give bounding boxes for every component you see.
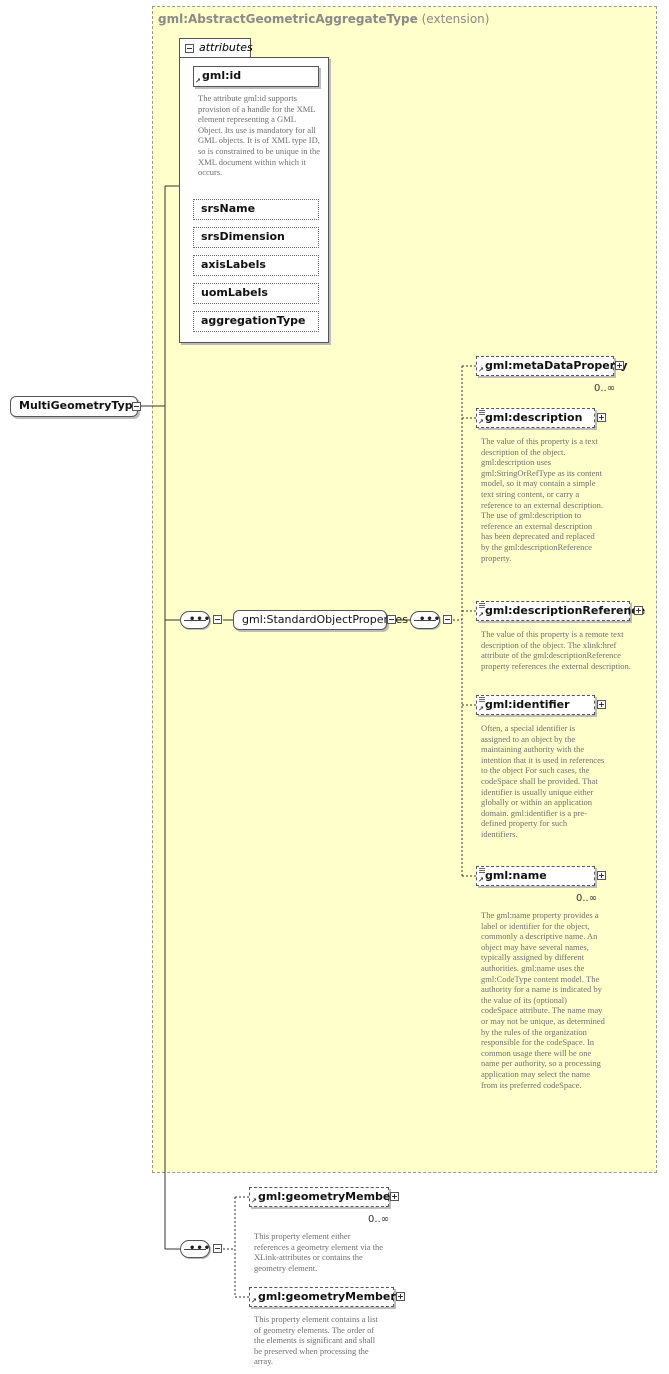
element-metadataproperty-label: gml:metaDataProperty xyxy=(485,359,628,372)
expand-geometrymembers-icon[interactable] xyxy=(396,1292,405,1301)
attribute-srsdimension[interactable]: srsDimension xyxy=(193,227,319,248)
attribute-gml-id-doc: The attribute gml:id supports provision … xyxy=(198,93,321,178)
attribute-uomlabels[interactable]: uomLabels xyxy=(193,283,319,304)
element-description-doc: The value of this property is a text des… xyxy=(481,436,604,563)
attribute-aggregationtype-label: aggregationType xyxy=(201,314,306,327)
element-description[interactable]: ↗ gml:description xyxy=(476,408,595,428)
element-identifier-label: gml:identifier xyxy=(485,698,570,711)
standard-object-properties-group[interactable]: gml:StandardObjectProperties xyxy=(233,610,408,630)
group-label: gml:StandardObjectProperties xyxy=(242,613,408,626)
geometrymember-occurs: 0..∞ xyxy=(368,1214,390,1225)
reference-arrow-icon: ↗ xyxy=(251,1297,257,1305)
attribute-srsname-label: srsName xyxy=(201,202,256,215)
extension-qualifier: (extension) xyxy=(421,12,490,26)
reference-arrow-icon: ↗ xyxy=(478,705,484,713)
expand-metadataproperty-icon[interactable] xyxy=(615,361,624,370)
element-content-icon xyxy=(479,410,485,415)
collapse-group-icon[interactable] xyxy=(387,615,396,624)
collapse-root-icon[interactable] xyxy=(132,402,141,411)
attribute-srsname[interactable]: srsName xyxy=(193,199,319,220)
element-descriptionreference-label: gml:descriptionReference xyxy=(485,604,646,617)
expand-identifier-icon[interactable] xyxy=(597,700,606,709)
element-identifier-doc: Often, a special identifier is assigned … xyxy=(481,723,605,839)
extension-title: gml:AbstractGeometricAggregateType (exte… xyxy=(158,12,489,26)
element-description-label: gml:description xyxy=(485,411,583,424)
attributes-tab-label: attributes xyxy=(199,41,253,54)
collapse-sequence-2-icon[interactable] xyxy=(443,615,452,624)
attribute-gml-id[interactable]: ↗ gml:id xyxy=(193,66,319,87)
element-descriptionreference[interactable]: ↗ gml:descriptionReference xyxy=(476,601,645,621)
extension-type-name: gml:AbstractGeometricAggregateType xyxy=(158,12,418,26)
sequence-compositor-2[interactable]: ••• xyxy=(410,611,440,629)
expand-descriptionreference-icon[interactable] xyxy=(634,606,643,615)
sequence-compositor-1[interactable]: ••• xyxy=(180,611,210,629)
attributes-tab[interactable]: attributes xyxy=(179,38,253,58)
element-content-icon xyxy=(479,868,485,873)
reference-arrow-icon: ↗ xyxy=(478,418,484,426)
reference-arrow-icon: ↗ xyxy=(478,876,484,884)
collapse-sequence-1-icon[interactable] xyxy=(213,615,222,624)
attribute-aggregationtype[interactable]: aggregationType xyxy=(193,311,319,332)
root-type-label: MultiGeometryType xyxy=(19,399,141,412)
element-descriptionreference-doc: The value of this property is a remote t… xyxy=(481,629,631,671)
element-geometrymember-label: gml:geometryMember xyxy=(258,1190,396,1203)
element-content-icon xyxy=(479,603,485,608)
expand-geometrymember-icon[interactable] xyxy=(390,1192,399,1201)
element-geometrymember[interactable]: ↗ gml:geometryMember xyxy=(249,1187,396,1207)
attribute-srsdimension-label: srsDimension xyxy=(201,230,285,243)
collapse-attributes-icon[interactable] xyxy=(185,44,194,53)
name-occurs: 0..∞ xyxy=(576,893,598,904)
attribute-uomlabels-label: uomLabels xyxy=(201,286,268,299)
element-name[interactable]: ↗ gml:name xyxy=(476,866,595,886)
root-type-node[interactable]: MultiGeometryType xyxy=(10,396,141,417)
element-geometrymembers-label: gml:geometryMembers xyxy=(258,1290,403,1303)
element-name-doc: The gml:name property provides a label o… xyxy=(481,910,605,1090)
element-identifier[interactable]: ↗ gml:identifier xyxy=(476,695,595,715)
expand-name-icon[interactable] xyxy=(597,871,606,880)
element-geometrymembers-doc: This property element contains a list of… xyxy=(254,1314,378,1367)
reference-arrow-icon: ↗ xyxy=(251,1197,257,1205)
reference-arrow-icon: ↗ xyxy=(478,366,484,374)
element-geometrymember-doc: This property element either references … xyxy=(254,1231,384,1273)
element-content-icon xyxy=(479,697,485,702)
reference-arrow-icon: ↗ xyxy=(478,611,484,619)
attribute-axislabels-label: axisLabels xyxy=(201,258,266,271)
element-geometrymembers[interactable]: ↗ gml:geometryMembers xyxy=(249,1287,402,1307)
expand-description-icon[interactable] xyxy=(597,413,606,422)
element-metadataproperty[interactable]: ↗ gml:metaDataProperty xyxy=(476,356,628,376)
attribute-axislabels[interactable]: axisLabels xyxy=(193,255,319,276)
element-name-label: gml:name xyxy=(485,869,547,882)
metadataproperty-occurs: 0..∞ xyxy=(594,383,616,394)
collapse-sequence-3-icon[interactable] xyxy=(213,1244,222,1253)
reference-arrow-icon: ↗ xyxy=(195,77,201,85)
sequence-compositor-3[interactable]: ••• xyxy=(180,1240,210,1258)
attribute-gml-id-label: gml:id xyxy=(202,69,242,82)
